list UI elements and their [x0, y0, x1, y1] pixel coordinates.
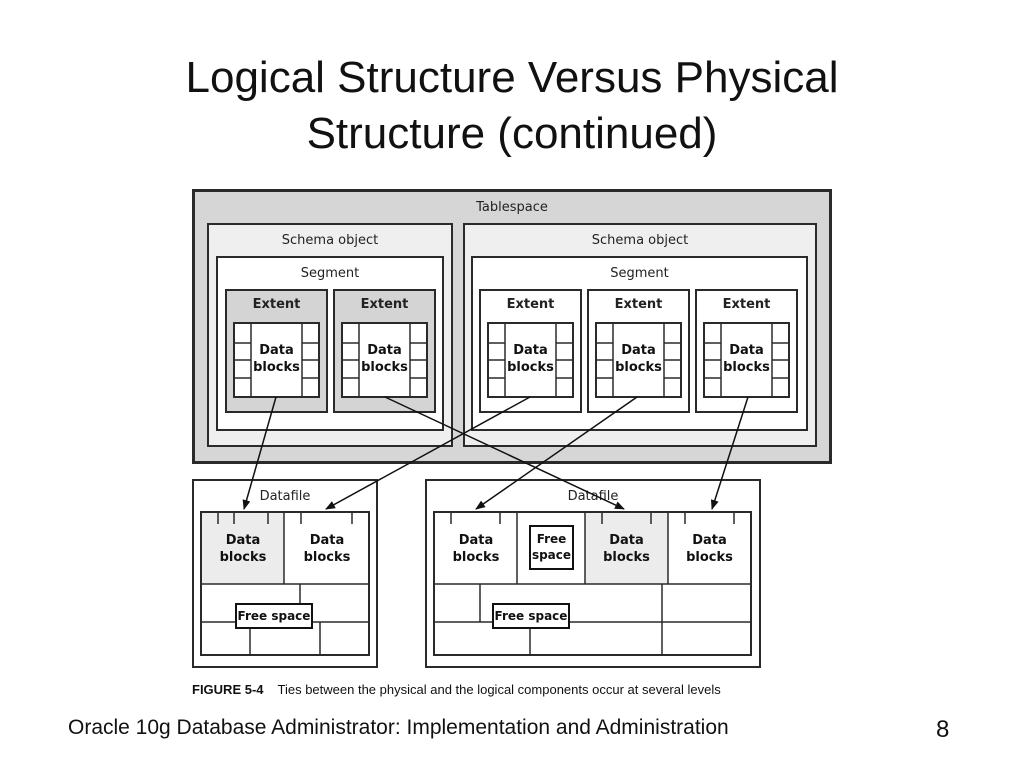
slide-title: Logical Structure Versus Physical Struct… — [0, 50, 1024, 162]
arrow-extent-3-to-datafile-left — [325, 396, 531, 510]
schema-object-left-label: Schema object — [281, 233, 379, 248]
datafile-left-label: Datafile — [259, 489, 311, 504]
figure-caption: FIGURE 5-4 Ties between the physical and … — [192, 682, 721, 697]
datafile-right-free-space: Free space — [492, 603, 570, 629]
extent-grid-lines — [233, 322, 790, 398]
datafile-left-free-space: Free space — [235, 603, 313, 629]
extent-2-label: Extent — [360, 297, 409, 312]
arrow-extent-4-to-datafile-right — [475, 396, 638, 510]
mapping-arrows — [242, 396, 749, 510]
figure-caption-text: Ties between the physical and the logica… — [277, 682, 721, 697]
page-number: 8 — [936, 716, 950, 743]
schema-object-right-label: Schema object — [591, 233, 689, 248]
slide-title-line-2: Structure (continued) — [306, 109, 718, 158]
segment-right-label: Segment — [610, 266, 669, 281]
datafile-right-grid — [433, 511, 752, 656]
segment-left-label: Segment — [300, 266, 360, 281]
slide-footer: Oracle 10g Database Administrator: Imple… — [68, 716, 729, 739]
extent-4-label: Extent — [614, 297, 663, 312]
extent-5-label: Extent — [722, 297, 771, 312]
tablespace-label: Tablespace — [476, 200, 548, 215]
extent-1-label: Extent — [252, 297, 301, 312]
arrow-extent-2-to-datafile-right — [384, 396, 625, 510]
slide-title-line-1: Logical Structure Versus Physical — [185, 53, 839, 102]
extent-3-label: Extent — [506, 297, 555, 312]
arrow-extent-5-to-datafile-right — [710, 396, 749, 510]
arrow-extent-1-to-datafile-left — [242, 396, 277, 510]
figure-number: FIGURE 5-4 — [192, 682, 264, 697]
